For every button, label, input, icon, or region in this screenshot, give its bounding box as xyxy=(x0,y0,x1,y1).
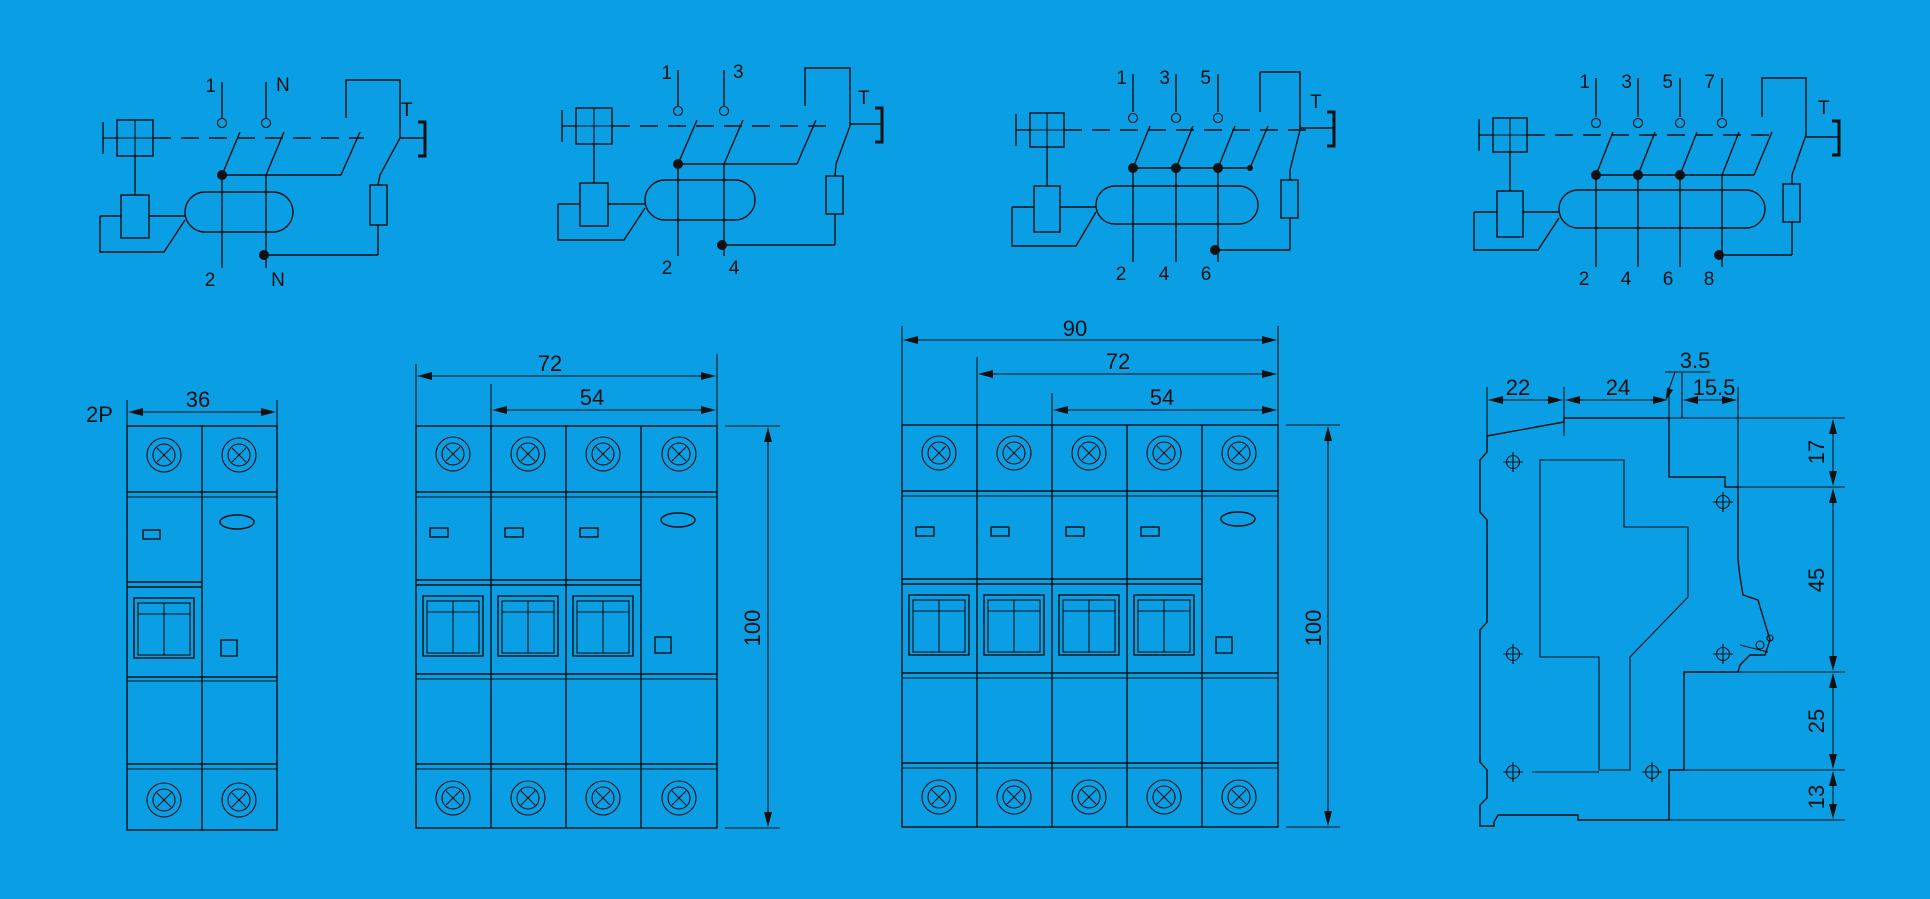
trip-coil xyxy=(120,194,150,239)
terminal-label: 7 xyxy=(1704,72,1715,93)
height-dimension: 13 xyxy=(1804,785,1829,809)
internal-outline xyxy=(1539,459,1689,771)
width-dimension: 72 xyxy=(538,351,562,376)
width-dimension: 54 xyxy=(1150,385,1174,410)
terminal-label: 8 xyxy=(1704,269,1715,290)
terminal-label: 2 xyxy=(1116,264,1127,285)
terminal-label: 1 xyxy=(205,76,216,97)
terminal-label: 3 xyxy=(1159,68,1170,89)
height-dimension: 100 xyxy=(1301,610,1326,647)
pole-label: 2P xyxy=(86,402,113,427)
current-transformer xyxy=(184,191,294,233)
width-dimension: 3.5 xyxy=(1680,348,1711,373)
width-dimension: 90 xyxy=(1063,316,1087,341)
front-view-4-module: 72 54 100 xyxy=(415,351,780,829)
width-dimension: 36 xyxy=(186,387,210,412)
test-resistor xyxy=(369,184,388,226)
side-profile xyxy=(1479,417,1771,827)
terminal-label: 2 xyxy=(205,270,216,291)
test-button xyxy=(220,639,238,657)
width-dimension: 22 xyxy=(1506,375,1530,400)
terminal-label: 6 xyxy=(1201,264,1212,285)
height-dimension: 45 xyxy=(1804,568,1829,592)
handle xyxy=(133,597,195,659)
terminal-label: 3 xyxy=(733,62,744,83)
test-label: T xyxy=(1310,92,1322,113)
schematic-4-pole: 1 3 5 7 2 4 6 8 T xyxy=(1473,72,1841,290)
width-dimension: 24 xyxy=(1606,375,1630,400)
terminal-label: 3 xyxy=(1621,72,1632,93)
schematic-3-pole: 1 3 5 2 4 6 T xyxy=(1011,68,1336,285)
front-view-5-module: 90 72 54 100 xyxy=(901,316,1340,828)
height-dimension: 25 xyxy=(1804,709,1829,733)
front-view-2p: 36 2P xyxy=(86,387,278,831)
terminal-label: N xyxy=(271,270,285,291)
side-view: 22 24 15.5 3.5 17 45 25 13 xyxy=(1479,348,1845,827)
terminal-label: 1 xyxy=(1579,72,1590,93)
terminal-label: 2 xyxy=(1579,269,1590,290)
indicator-window xyxy=(142,529,161,540)
terminal-label: 5 xyxy=(1200,68,1211,89)
schematic-2p: 1 N 2 N T xyxy=(99,75,427,291)
terminal-label: 6 xyxy=(1663,269,1674,290)
terminal-label: 4 xyxy=(1159,264,1170,285)
terminal-label: 5 xyxy=(1662,72,1673,93)
test-label: T xyxy=(401,100,413,121)
terminal-label: 1 xyxy=(661,63,672,84)
width-dimension: 15.5 xyxy=(1693,375,1736,400)
terminal-label: 4 xyxy=(729,258,740,279)
width-dimension: 54 xyxy=(580,385,604,410)
test-label: T xyxy=(1818,98,1830,119)
width-dimension: 72 xyxy=(1106,349,1130,374)
terminal-label: N xyxy=(276,75,290,96)
test-button-icon xyxy=(418,120,427,158)
schematic-2-pole: 1 3 2 4 T xyxy=(557,62,884,279)
terminal-label: 4 xyxy=(1621,269,1632,290)
height-dimension: 17 xyxy=(1804,440,1829,464)
terminal-label: 1 xyxy=(1116,68,1127,89)
height-dimension: 100 xyxy=(740,610,765,647)
terminal-label: 2 xyxy=(662,258,673,279)
test-label: T xyxy=(858,88,870,109)
